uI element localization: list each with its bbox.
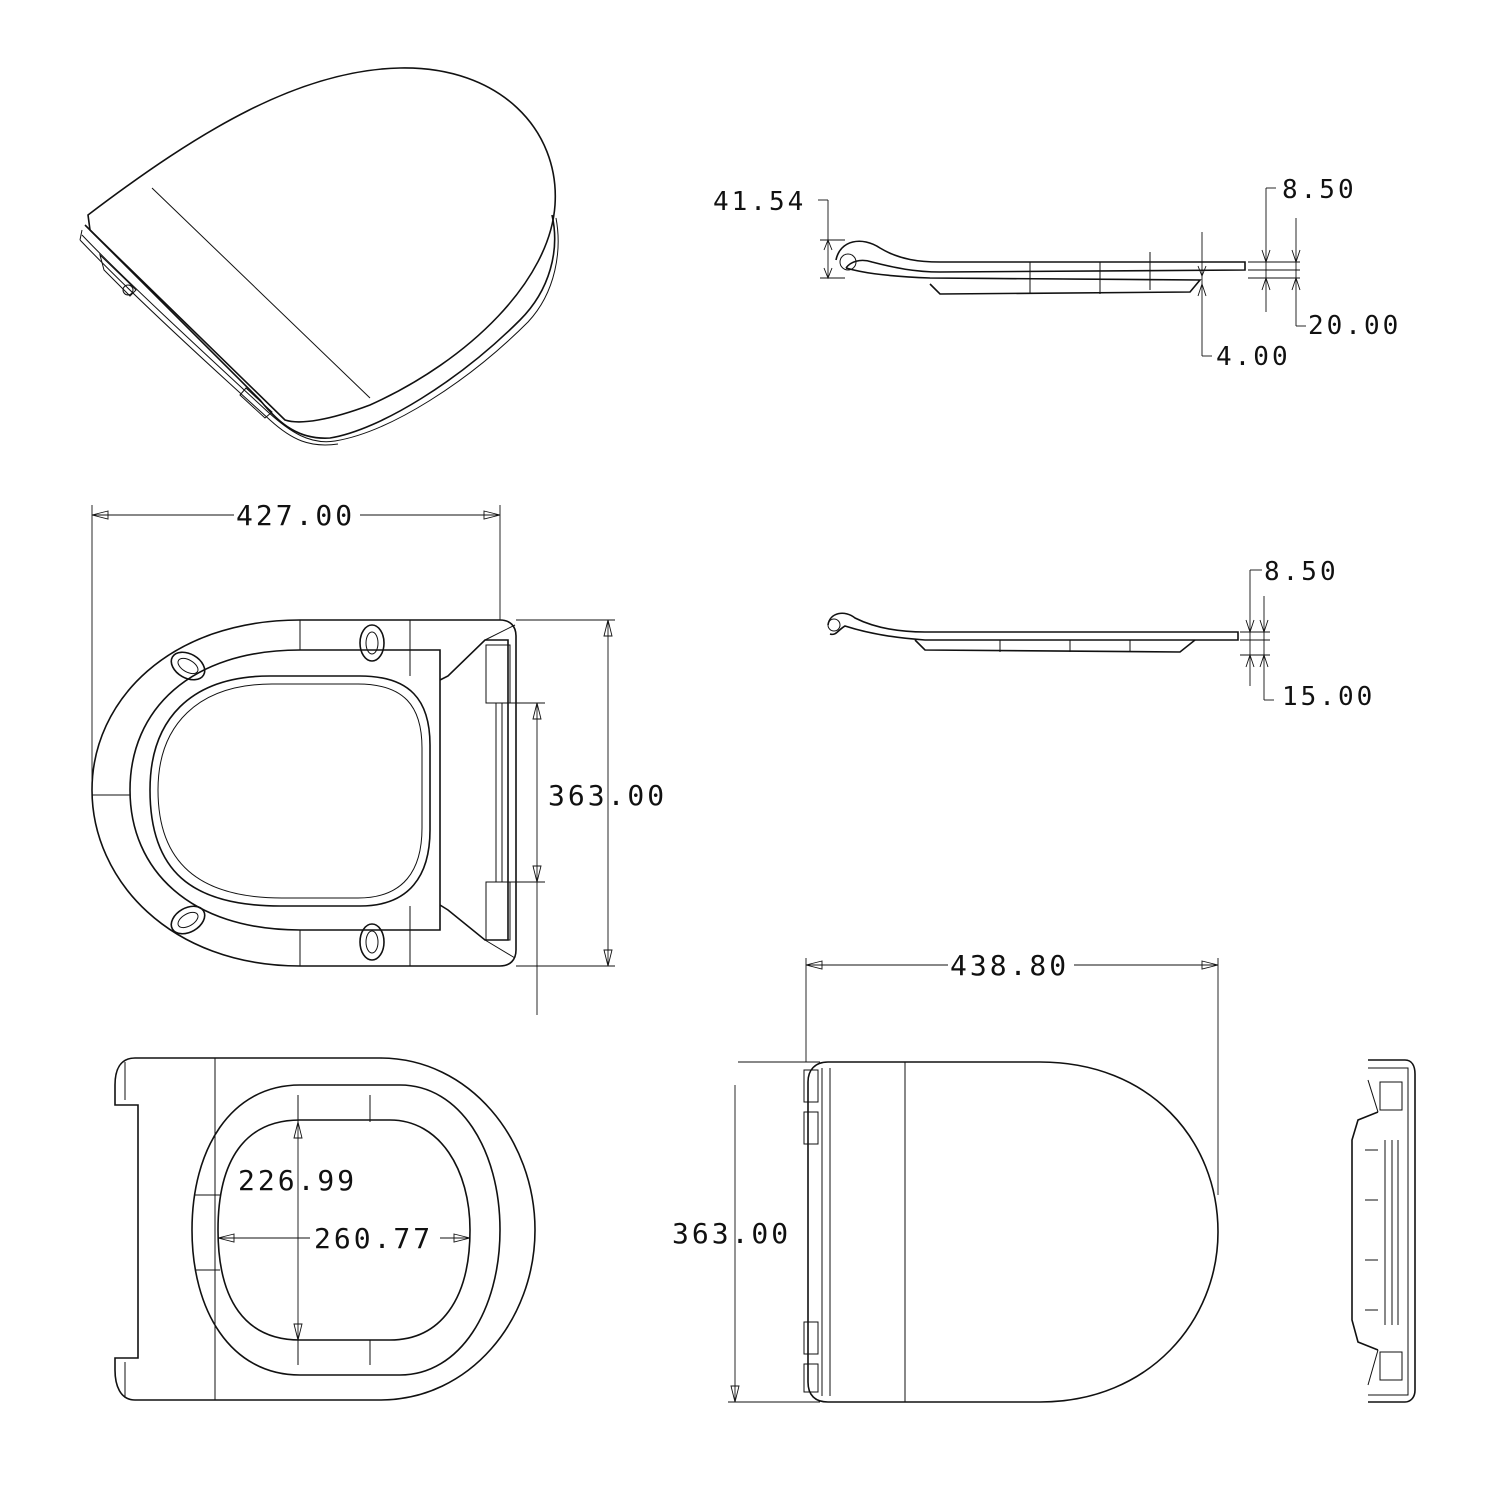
dim-side-lid-thickness: 20.00 (1308, 311, 1401, 341)
bottom-view-dimensions: 226.99 260.77 (217, 1121, 471, 1341)
dim-seat-thickness: 15.00 (1282, 682, 1375, 712)
dim-top-depth: 363.00 (548, 779, 667, 812)
dim-lid-depth: 363.00 (672, 1217, 791, 1250)
dim-top-width: 427.00 (236, 499, 355, 532)
lid-view-dimensions: 438.80 363.00 (672, 949, 1219, 1403)
seat-dimensions: 8.50 15.00 (1240, 557, 1375, 712)
side-view-lid-closed (835, 240, 1246, 295)
isometric-view (79, 67, 559, 446)
dim-lid-width: 438.80 (950, 949, 1069, 982)
dim-seat-top-offset: 8.50 (1264, 557, 1339, 587)
bottom-view-seat (114, 1057, 536, 1401)
dim-opening-length: 226.99 (238, 1164, 357, 1197)
lid-top-view (803, 1061, 1219, 1403)
top-view-seat (91, 619, 517, 967)
top-view-dimensions: 427.00 363.00 (91, 499, 667, 1015)
side-view-dimensions: 41.54 8.50 20.00 4.00 (713, 175, 1401, 372)
side-view-seat (827, 612, 1239, 653)
dim-side-top-offset: 8.50 (1282, 175, 1357, 205)
dim-side-height: 41.54 (713, 187, 806, 217)
hinge-end-view (1351, 1059, 1416, 1403)
dim-side-gap: 4.00 (1216, 342, 1291, 372)
dim-opening-width: 260.77 (314, 1222, 433, 1255)
